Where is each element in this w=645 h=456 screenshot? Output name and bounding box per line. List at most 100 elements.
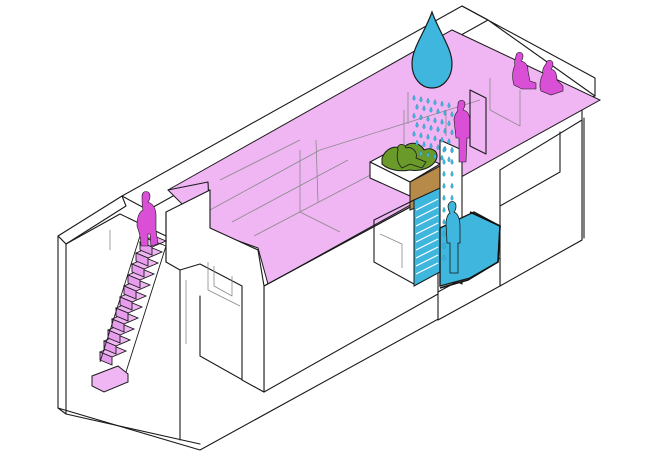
wet-room-frame-2 <box>373 219 415 285</box>
left-end-wall-top <box>57 195 127 245</box>
floor-pattern-4 <box>299 150 341 233</box>
rain-drop <box>422 141 426 148</box>
rain-drop <box>412 94 416 101</box>
tile-line <box>415 254 439 267</box>
rain-drop <box>426 115 430 122</box>
rain-drop <box>419 114 423 121</box>
rain-drop <box>440 154 444 161</box>
tile-line <box>415 198 439 211</box>
stair-landing <box>91 365 129 393</box>
chimney-pipe <box>469 89 487 155</box>
floor-pattern-8 <box>219 139 301 181</box>
rain-drop <box>415 103 419 110</box>
rain-drop <box>442 254 446 261</box>
rain-drop <box>433 135 437 142</box>
tile-line <box>415 230 439 243</box>
person-shower <box>445 201 461 274</box>
rain-drop <box>442 182 446 189</box>
rain-drop <box>422 105 426 112</box>
bath-rim <box>439 211 501 289</box>
rain-drop <box>433 99 437 106</box>
rain-drop <box>440 100 444 107</box>
tile-line <box>415 246 439 259</box>
rain-drop <box>429 142 433 149</box>
rain-drop <box>415 121 419 128</box>
person-stair-top <box>136 191 159 247</box>
floor-pattern-3 <box>253 169 381 237</box>
rain-drop <box>450 111 454 118</box>
front-lower-wall <box>199 191 501 393</box>
stair-riser <box>103 340 117 355</box>
wet-room-toilet <box>379 233 403 268</box>
mid-partition <box>165 189 265 393</box>
tile-line <box>415 206 439 219</box>
stair-riser <box>123 285 137 300</box>
vertical-feature <box>407 89 487 155</box>
rain-drop <box>429 106 433 113</box>
bath-tile-lines <box>415 198 439 275</box>
stair-riser <box>127 274 141 289</box>
rain-drop <box>412 112 416 119</box>
rain-drop <box>436 144 440 151</box>
rain-drop <box>442 230 446 237</box>
rain-drop <box>440 118 444 125</box>
rain-drop <box>442 146 446 153</box>
rain-drop <box>442 206 446 213</box>
person-planter <box>396 144 427 169</box>
rain-drop <box>450 170 454 177</box>
left-outer-wall <box>57 235 67 415</box>
stair-riser <box>135 252 149 267</box>
stair-riser <box>115 307 129 322</box>
rain-drop <box>450 158 454 165</box>
floor-pattern-7 <box>489 78 521 127</box>
pink-staircase <box>98 235 168 373</box>
rain-drop <box>426 151 430 158</box>
rain-drop <box>442 218 446 225</box>
rain-drop <box>433 153 437 160</box>
rain-drop <box>447 120 451 127</box>
right-volume-frame <box>499 131 561 207</box>
tile-line <box>415 238 439 251</box>
rain-drop <box>442 242 446 249</box>
right-volume-face <box>499 119 583 287</box>
rain-drop <box>412 130 416 137</box>
rain-drop <box>450 146 454 153</box>
tile-line <box>415 222 439 235</box>
rain-drop <box>436 108 440 115</box>
stair-riser <box>99 351 113 366</box>
floor-pattern-5 <box>315 139 319 203</box>
partitions <box>65 189 265 441</box>
figures <box>136 51 564 274</box>
wet-room-frame-1 <box>373 199 415 221</box>
rain-drop <box>450 194 454 201</box>
rain-drop <box>426 97 430 104</box>
rain-drop <box>415 139 419 146</box>
rain-drop <box>419 150 423 157</box>
right-volume <box>499 117 585 287</box>
rain-drop <box>433 117 437 124</box>
person-roof-sitting-1 <box>512 51 537 90</box>
front-wall-top <box>263 191 439 287</box>
floor-pattern-2 <box>231 159 349 223</box>
rain-drop <box>419 96 423 103</box>
rain-drop <box>447 138 451 145</box>
rain-drop <box>440 136 444 143</box>
rain-drop <box>447 156 451 163</box>
water-drop-icon <box>411 10 453 89</box>
floor-pattern-1 <box>209 99 481 211</box>
rain-drop <box>436 126 440 133</box>
stair-riser <box>131 263 145 278</box>
rain-drop <box>447 102 451 109</box>
rain-drop <box>422 123 426 130</box>
rain-drop <box>419 132 423 139</box>
floor-edge-inner <box>65 413 201 445</box>
tile-line <box>415 262 439 275</box>
left-room-counter <box>207 262 241 307</box>
rain-drop <box>442 170 446 177</box>
person-roof-sitting-2 <box>539 59 564 96</box>
tile-line <box>415 214 439 227</box>
rain-drop <box>426 133 430 140</box>
rain-drop <box>450 129 454 136</box>
